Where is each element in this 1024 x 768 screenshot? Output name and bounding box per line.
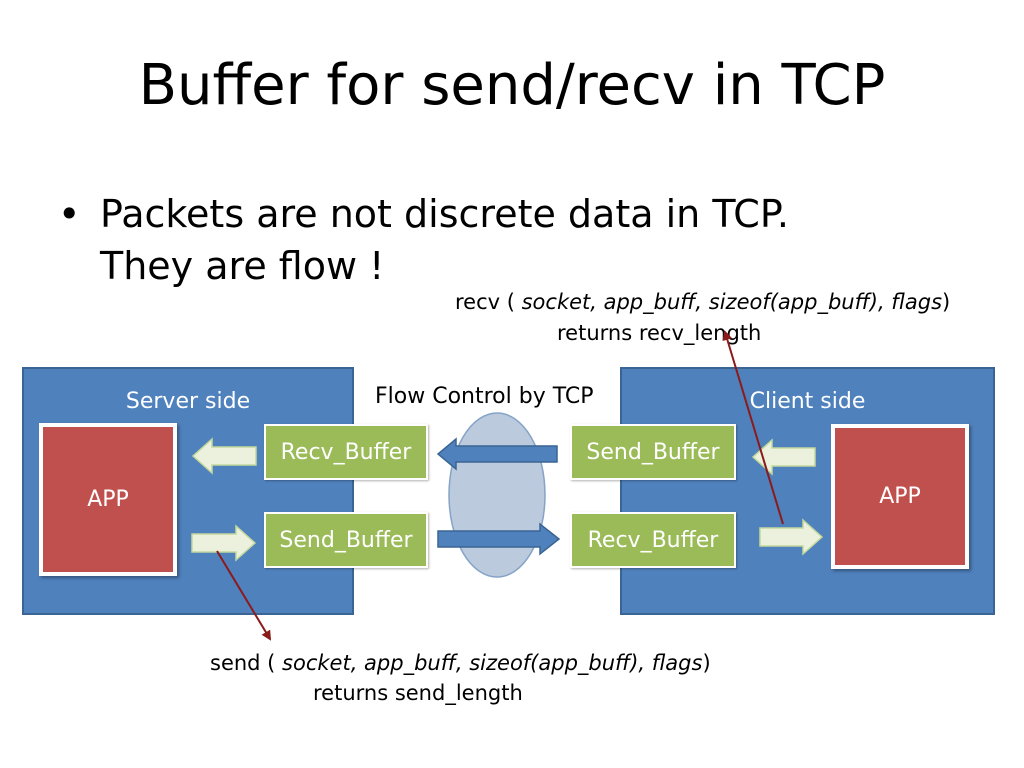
client-recv-to-app-arrow (759, 518, 824, 556)
flow-arrow-left (436, 437, 558, 471)
server-recv-buffer: Recv_Buffer (264, 424, 428, 480)
send-call-prefix: send ( (210, 651, 283, 675)
bullet-item: • Packets are not discrete data in TCP. … (58, 188, 888, 292)
flow-control-label: Flow Control by TCP (375, 384, 594, 409)
server-app-to-send-arrow (191, 524, 257, 562)
client-app-to-send-arrow (751, 438, 816, 476)
send-call-suffix: ) (702, 651, 711, 675)
bullet-list: • Packets are not discrete data in TCP. … (58, 188, 888, 292)
recv-call-pointer (722, 330, 784, 525)
server-recv-to-app-arrow (191, 437, 257, 475)
server-send-buffer: Send_Buffer (264, 512, 428, 568)
recv-call-args: socket, app_buff, sizeof(app_buff), flag… (521, 290, 943, 314)
send-call-pointer (216, 550, 272, 641)
client-app-box: APP (831, 424, 969, 569)
recv-call-signature: recv ( socket, app_buff, sizeof(app_buff… (455, 287, 950, 317)
client-side-label: Client side (749, 389, 866, 414)
server-app-box: APP (39, 423, 177, 576)
client-recv-buffer: Recv_Buffer (570, 512, 736, 568)
slide-title: Buffer for send/recv in TCP (138, 53, 886, 118)
bullet-text: Packets are not discrete data in TCP. Th… (100, 192, 789, 288)
bullet-marker: • (58, 192, 81, 236)
server-side-label: Server side (125, 389, 251, 414)
send-call-signature: send ( socket, app_buff, sizeof(app_buff… (210, 648, 711, 678)
flow-arrow-right (437, 522, 561, 556)
recv-call-suffix: ) (942, 290, 951, 314)
flow-control-ellipse (448, 412, 546, 578)
send-call-returns: returns send_length (313, 681, 523, 705)
recv-call-prefix: recv ( (455, 290, 522, 314)
client-send-buffer: Send_Buffer (570, 424, 736, 480)
send-call-args: socket, app_buff, sizeof(app_buff), flag… (282, 651, 703, 675)
